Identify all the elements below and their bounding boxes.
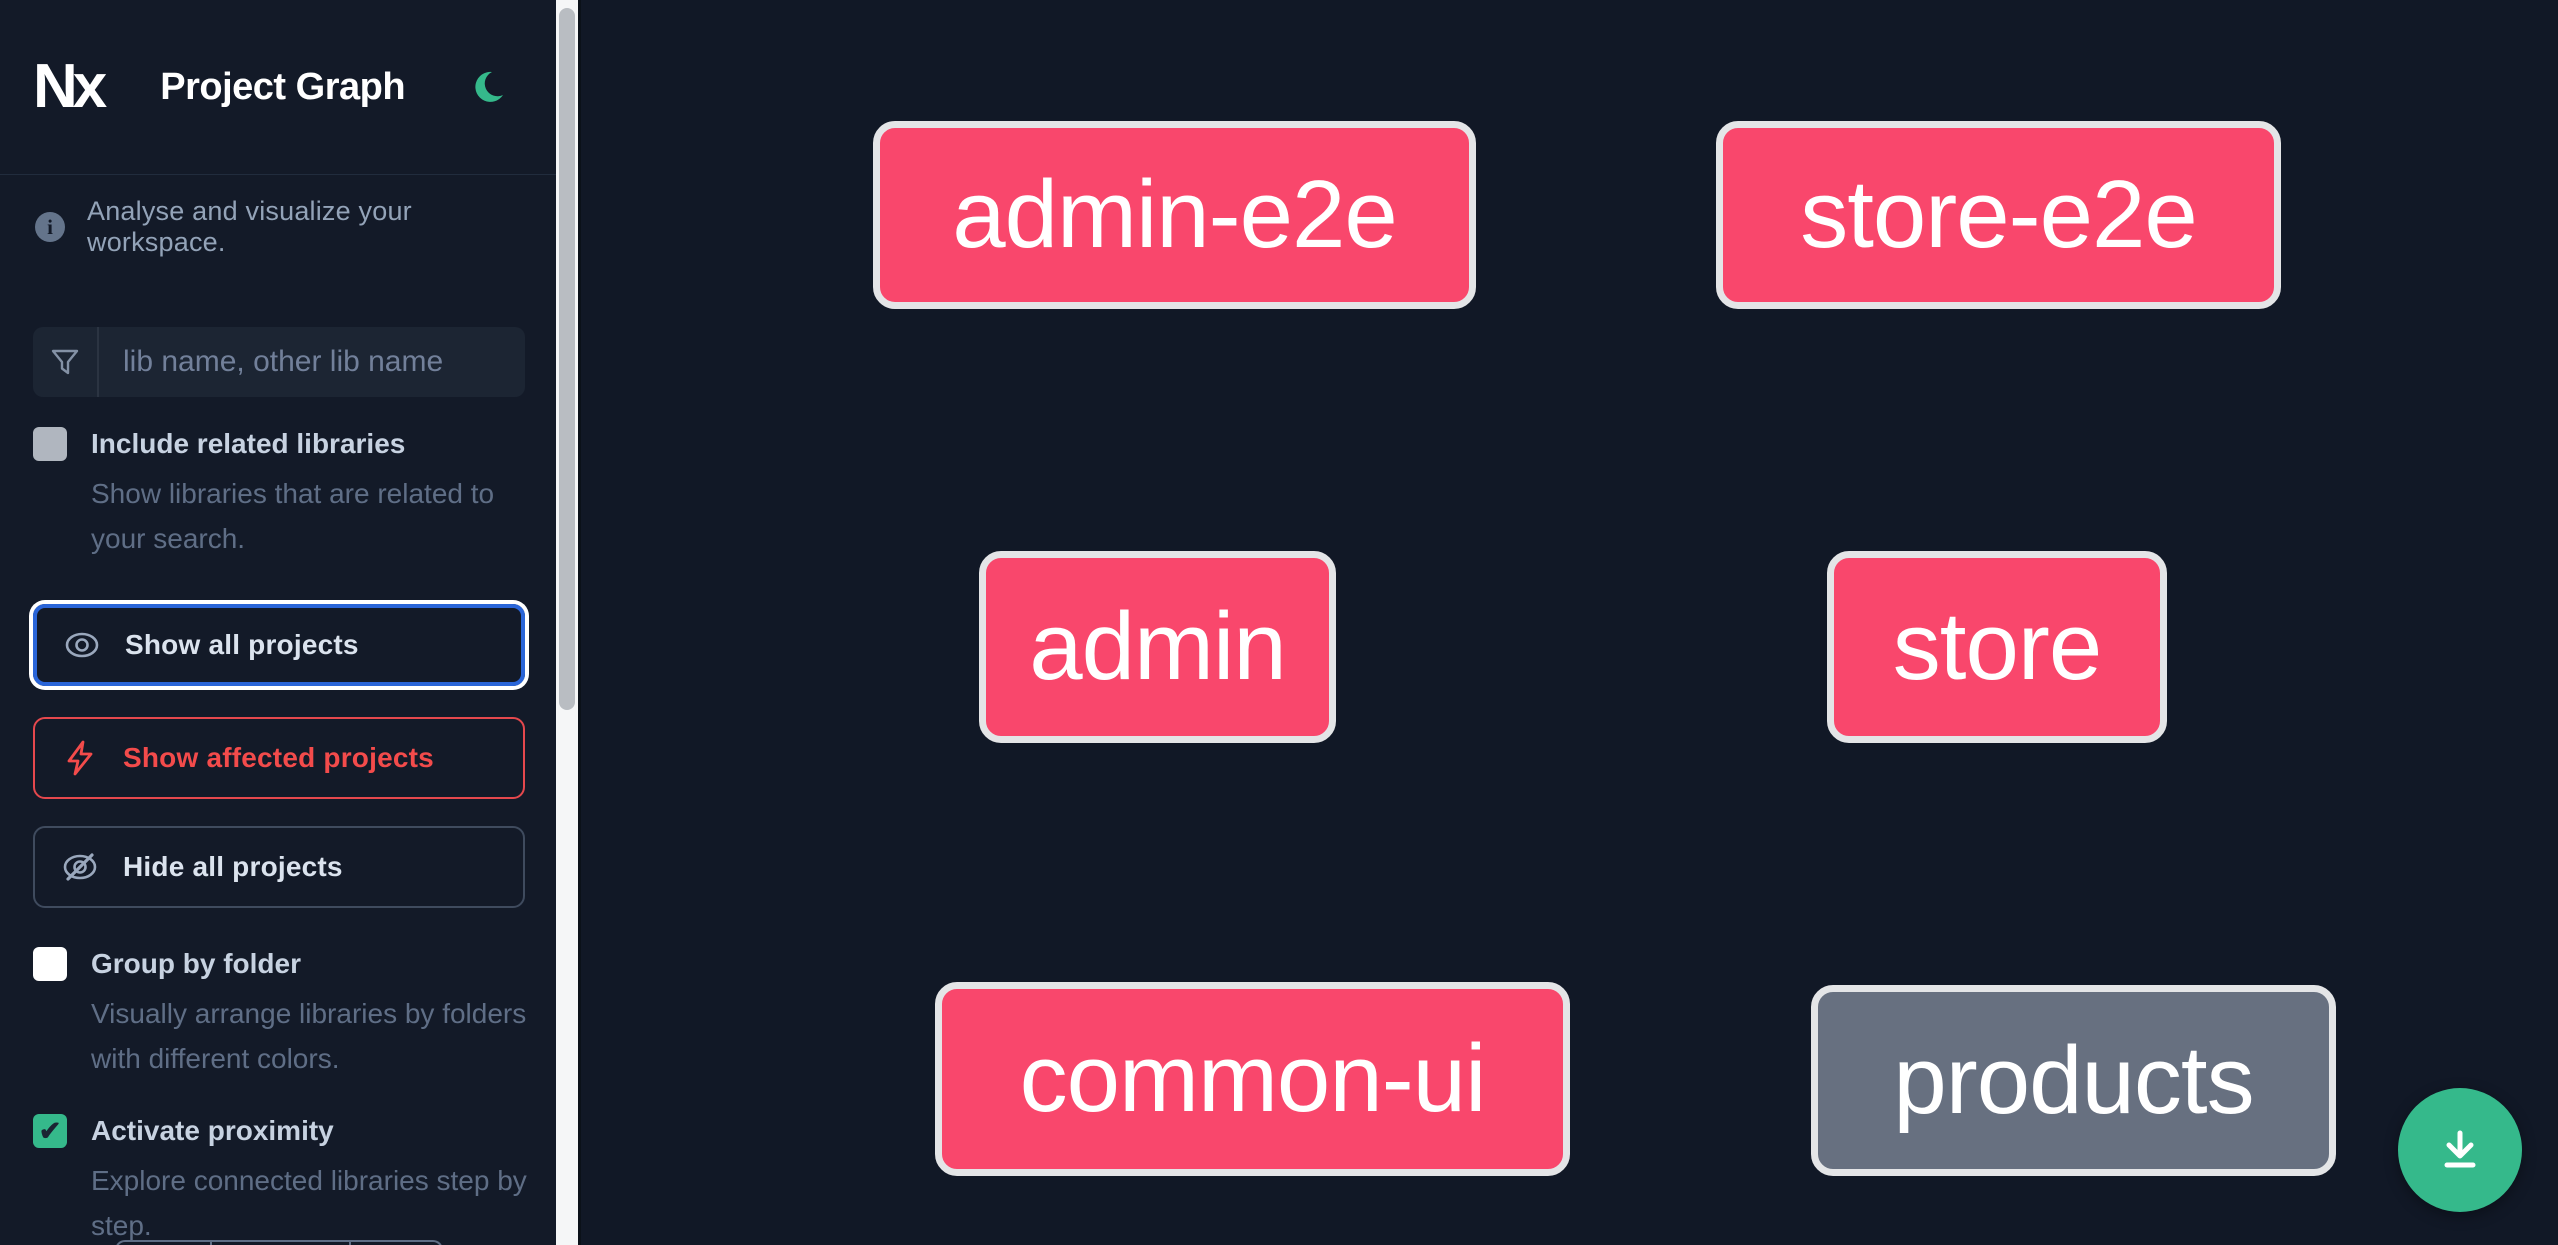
- sidebar-scrollbar-track[interactable]: [556, 0, 578, 1245]
- dark-mode-moon-icon[interactable]: [471, 70, 505, 104]
- button-label: Show all projects: [125, 629, 359, 660]
- option-group-by-folder: Group by folder Visually arrange librari…: [33, 945, 533, 1081]
- nx-logo-icon: Nx: [33, 52, 107, 121]
- funnel-filter-icon: [33, 327, 99, 397]
- button-label: Show affected projects: [123, 742, 434, 773]
- eye-off-icon: [63, 853, 97, 881]
- workspace-tagline: i Analyse and visualize your workspace.: [35, 196, 535, 258]
- eye-icon: [65, 632, 99, 658]
- stepper-decrement[interactable]: [117, 1242, 212, 1245]
- page-title: Project Graph: [160, 65, 406, 108]
- hide-all-projects-button[interactable]: Hide all projects: [33, 826, 525, 908]
- library-filter-field: [33, 327, 525, 397]
- option-label: Group by folder: [91, 948, 301, 979]
- sidebar-header: Nx Project Graph: [0, 0, 556, 175]
- project-node-products[interactable]: products: [1811, 985, 2336, 1176]
- project-node-admin[interactable]: admin: [979, 551, 1336, 743]
- canvas-divider: [578, 0, 581, 1245]
- info-icon: i: [35, 212, 65, 242]
- download-graph-button[interactable]: [2398, 1088, 2522, 1212]
- activate-proximity-checkbox[interactable]: ✔: [33, 1114, 67, 1148]
- project-node-admin-e2e[interactable]: admin-e2e: [873, 121, 1476, 309]
- option-activate-proximity: ✔ Activate proximity Explore connected l…: [33, 1112, 533, 1245]
- project-node-common-ui[interactable]: common-ui: [935, 982, 1570, 1176]
- option-description: Visually arrange libraries by folders wi…: [91, 998, 527, 1074]
- option-label: Activate proximity: [91, 1115, 334, 1146]
- project-node-store-e2e[interactable]: store-e2e: [1716, 121, 2281, 309]
- button-label: Hide all projects: [123, 851, 343, 882]
- search-input[interactable]: [99, 327, 525, 397]
- tagline-text: Analyse and visualize your workspace.: [87, 196, 412, 257]
- show-all-projects-button[interactable]: Show all projects: [33, 604, 525, 686]
- project-node-store[interactable]: store: [1827, 551, 2167, 743]
- option-description: Explore connected libraries step by step…: [91, 1165, 527, 1241]
- show-affected-projects-button[interactable]: Show affected projects: [33, 717, 525, 799]
- option-label: Include related libraries: [91, 428, 406, 459]
- stepper-value: [212, 1242, 351, 1245]
- option-description: Show libraries that are related to your …: [91, 478, 495, 554]
- download-icon: [2444, 1130, 2476, 1168]
- group-by-folder-checkbox[interactable]: [33, 947, 67, 981]
- bolt-icon: [67, 740, 93, 776]
- sidebar: Nx Project Graph i Analyse and visualize…: [0, 0, 556, 1245]
- include-related-checkbox[interactable]: [33, 427, 67, 461]
- proximity-depth-stepper[interactable]: [115, 1240, 443, 1245]
- sidebar-scrollbar-thumb[interactable]: [559, 8, 575, 710]
- option-include-related-libraries: Include related libraries Show libraries…: [33, 425, 533, 561]
